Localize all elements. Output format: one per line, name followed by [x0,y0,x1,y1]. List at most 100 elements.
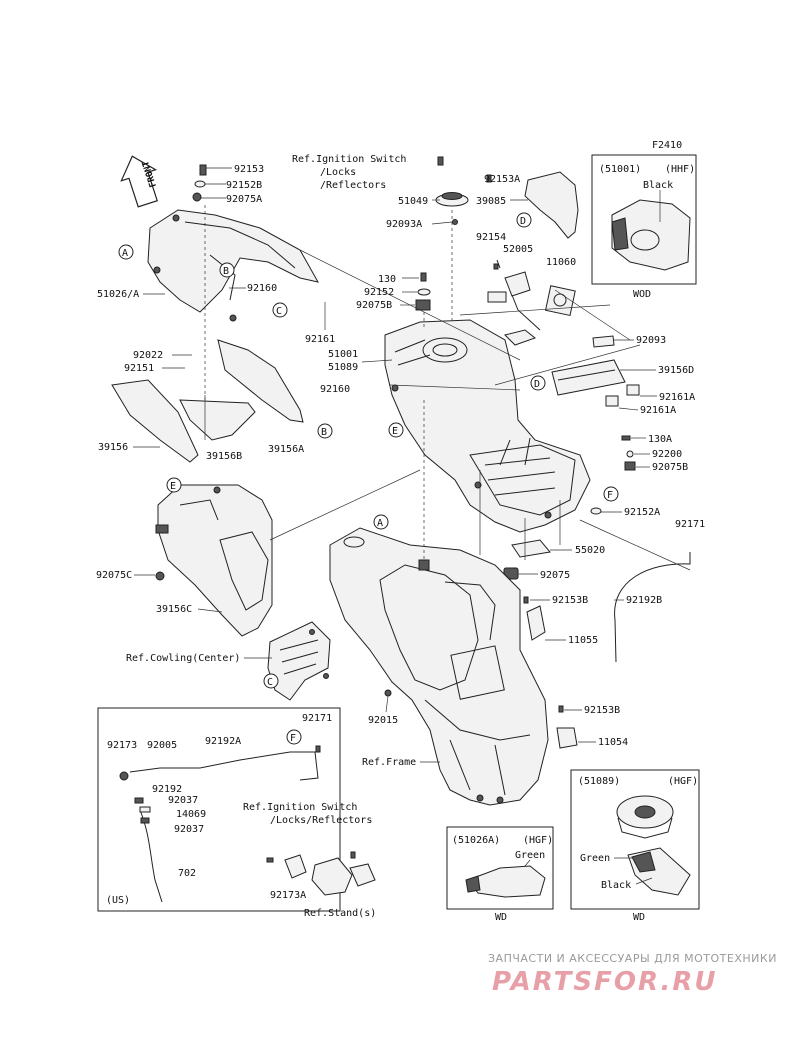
hose-right [614,552,691,663]
label-92075b-a: 92075B [356,300,392,311]
callout-e-1: E [392,426,398,437]
watermark-line1: ЗАПЧАСТИ И АКСЕССУАРЫ ДЛЯ МОТОТЕХНИКИ [488,952,777,965]
label-92161a-a: 92161A [659,392,695,403]
label-92173: 92173 [107,740,137,751]
label-92153: 92153 [234,164,264,175]
label-92152b: 92152B [226,180,262,191]
label-92161: 92161 [305,334,335,345]
label-92037-b: 92037 [174,824,204,835]
label-39156c: 39156C [156,604,192,615]
label-92200: 92200 [652,449,682,460]
label-11054: 11054 [598,737,628,748]
label-39156: 39156 [98,442,128,453]
hgf-cover-code: (51026A) [452,835,500,846]
label-ref-ignition-1: Ref.Ignition Switch [292,154,406,165]
label-92171-b: 92171 [302,713,332,724]
label-14069: 14069 [176,809,206,820]
label-92075b-b: 92075B [652,462,688,473]
callout-f-1: F [607,490,613,501]
label-92173a: 92173A [270,890,306,901]
watermark: ЗАПЧАСТИ И АКСЕССУАРЫ ДЛЯ МОТОТЕХНИКИ PA… [488,952,777,997]
callout-a-1: A [122,248,128,259]
label-92154: 92154 [476,232,506,243]
inner-cover-right [217,339,304,423]
label-ref-frame: Ref.Frame [362,757,416,768]
label-51089: 51089 [328,362,358,373]
callout-markers: A B C D D E B E A F C F [118,212,619,745]
hgf-cover-footer: WD [495,912,507,923]
callout-c-1: C [276,306,282,317]
label-51026a: 51026/A [97,289,139,300]
callout-e-2: E [170,481,176,492]
label-92151: 92151 [124,363,154,374]
hhf-code: (51001) [599,164,641,175]
side-cover-upper [147,209,319,322]
fuel-sensor-assembly [487,259,576,346]
label-us: (US) [106,895,130,906]
label-11055: 11055 [568,635,598,646]
label-ref-ignition-2b: /Locks/Reflectors [270,815,372,826]
small-bolts-top [437,156,492,225]
label-92153a: 92153A [484,174,520,185]
label-51049: 51049 [398,196,428,207]
label-ref-stand: Ref.Stand(s) [304,908,376,919]
label-92075c: 92075C [96,570,132,581]
hgf-tank-variant: (HGF) [668,776,698,787]
hgf-tank-color1: Green [580,853,610,864]
label-92152a: 92152A [624,507,660,518]
fuel-cap-cover [524,171,579,239]
label-92022: 92022 [133,350,163,361]
callout-b-1: B [223,266,229,277]
label-ref-ignition-2: Ref.Ignition Switch [243,802,357,813]
front-arrow-icon: FRONT [120,155,159,208]
label-92093: 92093 [636,335,666,346]
fastener-group-top-left [192,164,232,430]
inset-hhf-tank: (51001) (HHF) Black WOD [591,154,697,300]
label-52005: 52005 [503,244,533,255]
cowling-center-bracket [267,621,331,701]
right-pads [551,335,640,407]
label-92192: 92192 [152,784,182,795]
label-130: 130 [378,274,396,285]
label-92153b-b: 92153B [584,705,620,716]
callout-a-2: A [377,518,383,529]
hgf-cover-variant: (HGF) [523,835,553,846]
hgf-tank-color2: Black [601,880,631,891]
label-92075: 92075 [540,570,570,581]
label-39085: 39085 [476,196,506,207]
fastener-group-right [590,435,636,515]
watermark-line2: PARTSFOR.RU [492,967,717,997]
label-39156d: 39156D [658,365,694,376]
label-92153b-a: 92153B [552,595,588,606]
callout-b-2: B [321,427,327,438]
label-11060: 11060 [546,257,576,268]
bracket-upper [523,596,546,641]
label-39156a: 39156A [268,444,304,455]
guide-lines [204,249,691,571]
hhf-variant: (HHF) [665,164,695,175]
label-ref-ignition-1b: /Locks [320,167,356,178]
inset-hgf-tank: (51089) (HGF) Green Black WD [570,769,700,923]
ignition-switch-lower: Ref.Ignition Switch /Locks/Reflectors 92… [243,802,376,919]
hhf-color: Black [643,180,673,191]
label-92192b: 92192B [626,595,662,606]
label-92015: 92015 [368,715,398,726]
inset-hgf-cover: (51026A) (HGF) Green WD [446,826,554,923]
label-92093a: 92093A [386,219,422,230]
lower-side-panel [155,484,273,637]
label-92075a: 92075A [226,194,262,205]
inner-cover-left [111,379,199,463]
callout-d-2: D [534,379,540,390]
label-51001: 51001 [328,349,358,360]
label-92160-a: 92160 [247,283,277,294]
callout-f-2: F [290,733,296,744]
part-labels: 92153 92152B 92075A 51026/A 92160 92161 … [96,154,705,768]
label-92171-a: 92171 [675,519,705,530]
fuel-tank [384,319,591,533]
inner-cover-middle [179,399,256,441]
bracket-lower [556,705,578,749]
frame [329,400,549,806]
label-92152: 92152 [364,287,394,298]
label-130a: 130A [648,434,672,445]
